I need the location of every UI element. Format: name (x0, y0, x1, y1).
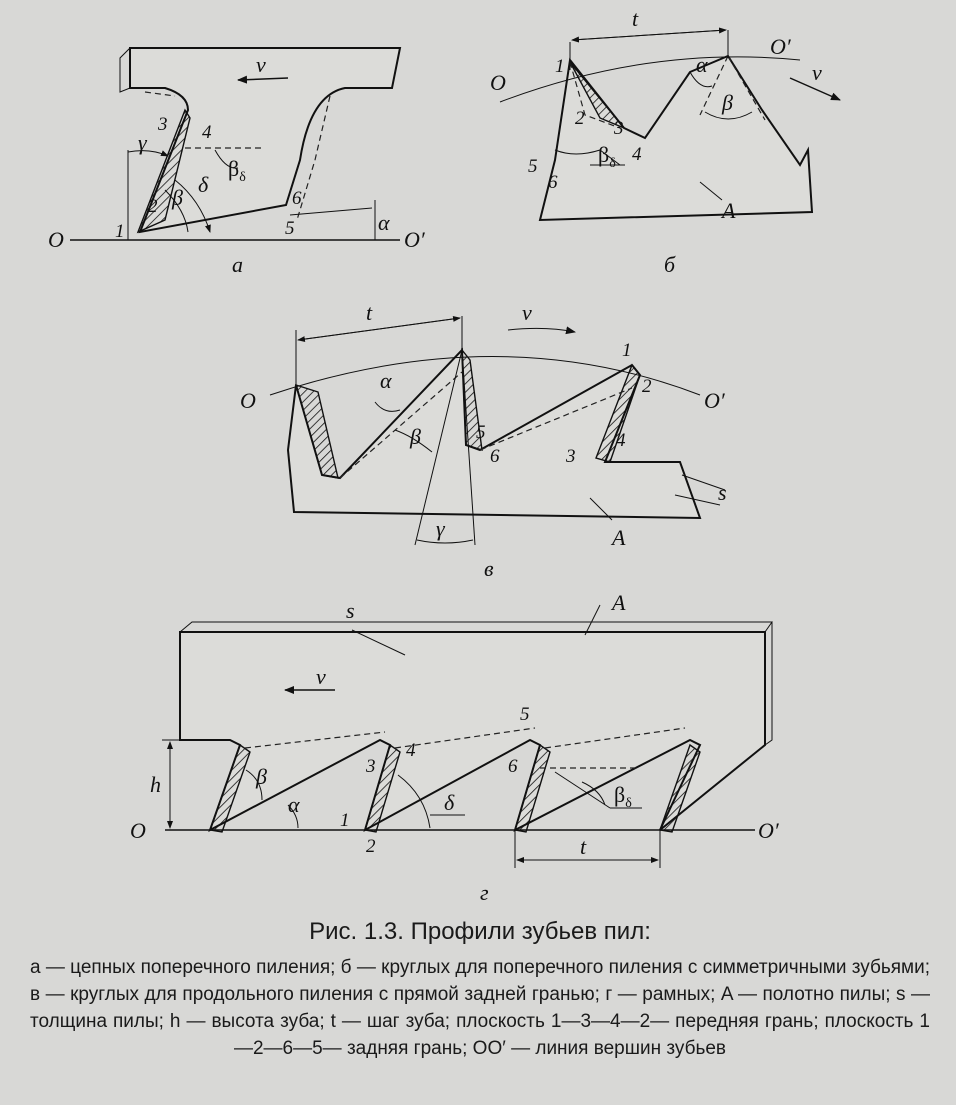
panel-g-angle-beta: β (255, 764, 267, 789)
panel-b-angle-beta: β (721, 90, 733, 115)
panel-v: O O′ v t A s 1 2 3 4 5 6 α β γ в (240, 300, 727, 581)
panel-a-point-1: 1 (115, 221, 125, 242)
panel-v-angle-gamma: γ (436, 516, 446, 541)
panel-v-angle-beta: β (409, 424, 421, 449)
panel-b-point-1: 1 (555, 56, 565, 77)
panel-v-pitch: t (366, 300, 373, 325)
panel-g-beta-delta: βδ (614, 782, 632, 811)
panel-a-velocity: v (256, 52, 266, 77)
panel-g-angle-alpha: α (288, 792, 300, 817)
panel-v-blade: A (610, 525, 626, 550)
panel-b-point-2: 2 (575, 108, 585, 129)
panel-v-point-4: 4 (616, 430, 626, 451)
panel-b-axis-end: O′ (770, 34, 792, 59)
panel-g: O O′ v t A s h 1 2 3 4 5 6 β α δ βδ г (130, 590, 780, 905)
panel-b-point-5: 5 (528, 156, 538, 177)
panel-g-point-3: 3 (365, 756, 376, 777)
panel-g-axis-end: O′ (758, 818, 780, 843)
panel-b-axis-start: O (490, 70, 506, 95)
panel-g-point-4: 4 (406, 740, 416, 761)
panel-a-label: а (232, 252, 243, 277)
panel-b-point-4: 4 (632, 144, 642, 165)
panel-v-point-2: 2 (642, 376, 652, 397)
panel-v-thickness: s (718, 480, 727, 505)
panel-v-angle-alpha: α (380, 368, 392, 393)
panel-g-blade: A (610, 590, 626, 615)
panel-b-angle-alpha: α (696, 52, 708, 77)
caption-title: Рис. 1.3. Профили зубьев пил: (309, 918, 651, 945)
panel-v-axis-end: O′ (704, 388, 726, 413)
panel-a-point-3: 3 (157, 114, 168, 135)
panel-g-point-1: 1 (340, 810, 350, 831)
panel-v-point-6: 6 (490, 446, 500, 467)
panel-g-point-5: 5 (520, 704, 530, 725)
figure-caption: Рис. 1.3. Профили зубьев пил: а — цепных… (30, 918, 930, 1062)
panel-b-pitch: t (632, 6, 639, 31)
panel-a-beta-delta: βδ (228, 156, 246, 185)
caption-body: а — цепных поперечного пиления; б — круг… (30, 957, 930, 1059)
panel-g-height: h (150, 772, 161, 797)
panel-a-angle-gamma: γ (138, 130, 148, 155)
panel-g-velocity: v (316, 664, 326, 689)
panel-a: O O′ v 1 2 3 4 5 6 γ δ β α βδ а (48, 47, 426, 277)
panel-b-blade: A (720, 198, 736, 223)
panel-a-axis-end: O′ (404, 227, 426, 252)
panel-a-point-4: 4 (202, 122, 212, 143)
panel-a-point-5: 5 (285, 218, 295, 239)
panel-b: O O′ v t A 1 2 3 4 5 6 α β βδ б (490, 6, 841, 277)
panel-a-point-6: 6 (292, 188, 302, 209)
panel-a-angle-alpha: α (378, 210, 390, 235)
panel-a-point-2: 2 (148, 196, 158, 217)
panel-b-label: б (664, 252, 676, 277)
panel-g-point-6: 6 (508, 756, 518, 777)
panel-v-velocity: v (522, 300, 532, 325)
panel-b-beta-delta: βδ (598, 142, 616, 171)
panel-g-axis-start: O (130, 818, 146, 843)
panel-g-label: г (480, 880, 489, 905)
panel-v-label: в (484, 556, 494, 581)
panel-b-velocity: v (812, 60, 822, 85)
panel-v-axis-start: O (240, 388, 256, 413)
panel-v-point-5: 5 (476, 422, 486, 443)
panel-g-pitch: t (580, 834, 587, 859)
panel-a-angle-delta: δ (198, 172, 209, 197)
panel-b-point-6: 6 (548, 172, 558, 193)
panel-g-thickness: s (346, 598, 355, 623)
panel-a-angle-beta: β (171, 185, 183, 210)
saw-teeth-figure: O O′ v 1 2 3 4 5 6 γ δ β α βδ а O O′ v (48, 6, 841, 905)
panel-v-point-1: 1 (622, 340, 632, 361)
panel-v-point-3: 3 (565, 446, 576, 467)
panel-g-point-2: 2 (366, 836, 376, 857)
panel-g-angle-delta: δ (444, 790, 455, 815)
panel-b-point-3: 3 (613, 118, 624, 139)
panel-a-axis-start: O (48, 227, 64, 252)
